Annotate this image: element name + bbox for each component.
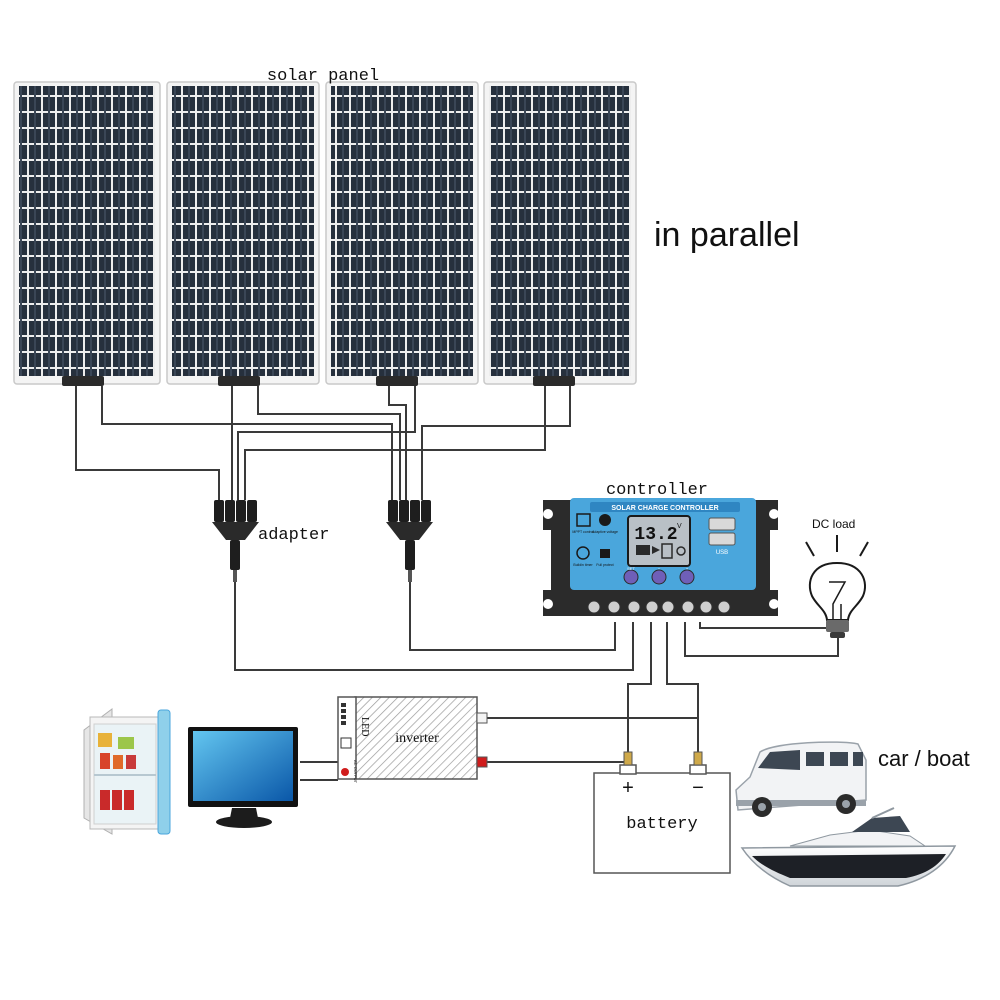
battery-minus-label: − xyxy=(692,777,704,799)
lcd-value: 13.2 xyxy=(634,525,677,545)
wire-load-b xyxy=(699,622,826,629)
inverter-icon xyxy=(337,696,488,780)
info-protect: Full protect xyxy=(596,563,613,567)
usb-port-2 xyxy=(708,532,736,546)
battery-icon xyxy=(593,751,731,874)
junction-box xyxy=(218,376,260,386)
solar-panel-3 xyxy=(325,81,479,386)
adapter-label: adapter xyxy=(258,526,329,545)
button-label-minus: − xyxy=(658,566,661,571)
in-parallel-label: in parallel xyxy=(654,216,800,254)
controller-button-plus[interactable] xyxy=(679,569,695,585)
controller-button-minus[interactable] xyxy=(651,569,667,585)
boat-icon xyxy=(740,807,957,887)
wire-panel4-neg xyxy=(244,386,546,500)
solar-panel-4 xyxy=(483,81,637,386)
wire-panel1-neg xyxy=(75,386,220,500)
monitor-icon xyxy=(188,727,298,828)
info-adaptive: Adaptive voltage xyxy=(592,530,618,534)
solar-panel-label: solar panel xyxy=(267,67,379,86)
wire-panel1-pos xyxy=(101,386,393,500)
button-label-set: SET xyxy=(627,566,635,571)
inverter-label: inverter xyxy=(395,731,439,746)
wire-adapter1-out xyxy=(234,582,634,671)
wire-adapter2-out xyxy=(409,582,616,651)
usb-port-1 xyxy=(708,517,736,531)
battery-plus-label: + xyxy=(622,777,634,799)
button-label-plus: + xyxy=(686,566,689,571)
inverter-side-label: AC OUTPUT xyxy=(353,760,358,784)
junction-box xyxy=(533,376,575,386)
controller-header: SOLAR CHARGE CONTROLLER xyxy=(611,505,718,512)
charge-controller xyxy=(543,498,779,616)
wire-controller-batt-neg xyxy=(666,622,699,752)
wire-panel3-pos xyxy=(237,386,416,500)
wire-inverter-pos xyxy=(483,717,699,752)
info-timer: Buildin timer xyxy=(573,563,593,567)
junction-box xyxy=(62,376,104,386)
lcd-unit: V xyxy=(677,523,682,530)
wiring xyxy=(75,386,839,781)
usb-label: USB xyxy=(716,550,728,556)
van-icon xyxy=(735,741,867,817)
wire-panel3-neg xyxy=(388,386,407,500)
wire-load-a xyxy=(684,622,839,657)
wire-controller-batt-pos xyxy=(627,622,652,752)
mc4-adapter-1 xyxy=(212,500,259,582)
wire-panel2-pos xyxy=(257,386,401,500)
fridge-icon xyxy=(83,708,171,835)
battery-label: battery xyxy=(626,815,697,834)
info-mppt: MPPT control xyxy=(572,530,593,534)
solar-panel-1 xyxy=(13,81,161,386)
wire-panel4-pos xyxy=(421,386,571,500)
power-switch[interactable] xyxy=(341,768,349,776)
car-boat-label: car / boat xyxy=(878,746,970,771)
dc-load-label: DC load xyxy=(812,517,855,531)
light-bulb-icon xyxy=(805,535,869,638)
controller-label: controller xyxy=(606,481,708,500)
controller-button-set[interactable] xyxy=(623,569,639,585)
mc4-adapter-2 xyxy=(386,500,433,582)
inverter-led-label: LED xyxy=(359,717,370,736)
junction-box xyxy=(376,376,418,386)
solar-panel-2 xyxy=(166,81,320,386)
